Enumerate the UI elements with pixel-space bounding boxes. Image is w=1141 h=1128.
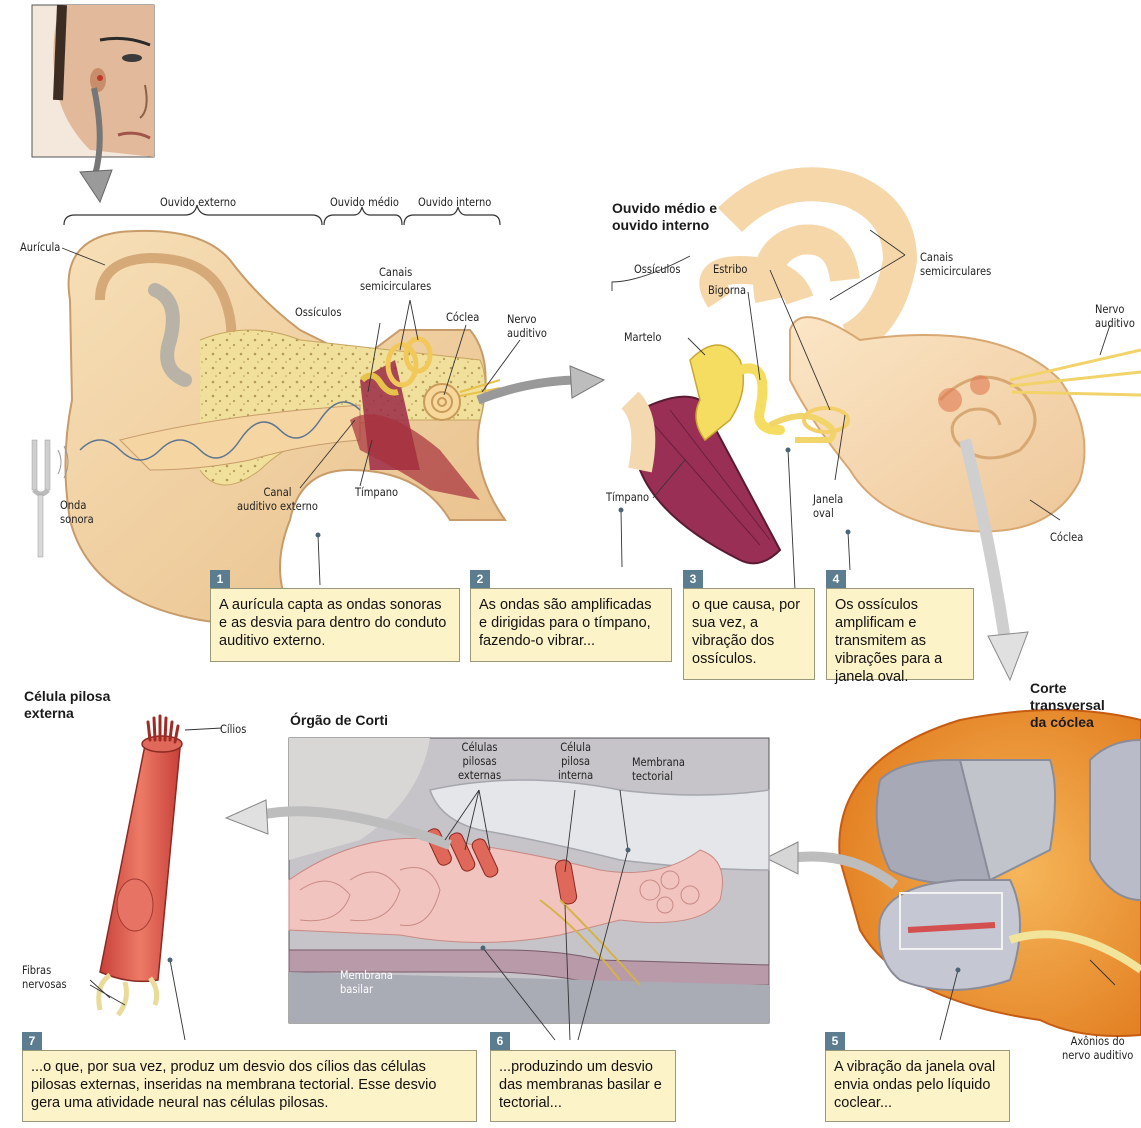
- step-box-2: As ondas são amplificadas e dirigidas pa…: [470, 588, 672, 662]
- step-box-5: A vibração da janela oval envia ondas pe…: [825, 1050, 1010, 1122]
- step-box-1: A aurícula capta as ondas sonoras e as d…: [210, 588, 460, 662]
- step-box-7: ...o que, por sua vez, produz um desvio …: [22, 1050, 477, 1122]
- label-ossiculos-middle: Ossículos: [634, 262, 681, 276]
- label-ouvido-medio: Ouvido médio: [330, 195, 399, 209]
- label-martelo: Martelo: [624, 330, 661, 344]
- label-ouvido-interno: Ouvido interno: [418, 195, 491, 209]
- step-number-1: 1: [210, 570, 230, 588]
- label-coclea: Cóclea: [446, 310, 479, 324]
- heading-celula-pilosa: Célula pilosa externa: [24, 688, 110, 722]
- label-ouvido-externo: Ouvido externo: [160, 195, 236, 209]
- label-axonios: Axônios do nervo auditivo: [1062, 1034, 1133, 1062]
- step-box-4: Os ossículos amplificam e transmitem as …: [826, 588, 974, 680]
- label-coclea-middle: Cóclea: [1050, 530, 1083, 544]
- label-bigorna: Bigorna: [708, 283, 746, 297]
- label-celula-pilosa-interna: Célula pilosa interna: [558, 740, 593, 782]
- label-timpano-middle: Tímpano: [606, 490, 649, 504]
- label-ossiculos: Ossículos: [295, 305, 342, 319]
- face-illustration: [32, 5, 154, 157]
- step-number-7: 7: [22, 1032, 42, 1050]
- heading-orgao-de-corti: Órgão de Corti: [290, 712, 388, 729]
- label-onda-sonora: Onda sonora: [60, 498, 94, 526]
- step-number-3: 3: [683, 570, 703, 588]
- label-canais-semicirculares: Canais semicirculares: [360, 265, 431, 293]
- step-number-5: 5: [825, 1032, 845, 1050]
- outer-ear-illustration: [65, 231, 505, 624]
- label-membrana-basilar: Membrana basilar: [340, 968, 393, 996]
- heading-corte-transversal: Corte transversal da cóclea: [1030, 680, 1105, 731]
- step-box-3: o que causa, por sua vez, a vibração dos…: [683, 588, 815, 680]
- label-nervo-auditivo: Nervo auditivo: [507, 312, 547, 340]
- label-canais-semicirculares-middle: Canais semicirculares: [920, 250, 991, 278]
- heading-ouvido-medio-interno: Ouvido médio e ouvido interno: [612, 200, 717, 234]
- label-fibras-nervosas: Fibras nervosas: [22, 963, 67, 991]
- label-estribo: Estribo: [713, 262, 747, 276]
- outer-hair-cell-illustration: [99, 716, 182, 1015]
- step-number-2: 2: [470, 570, 490, 588]
- label-canal-auditivo: Canal auditivo externo: [237, 485, 318, 513]
- label-celulas-pilosas-externas: Células pilosas externas: [458, 740, 501, 782]
- label-timpano: Tímpano: [355, 485, 398, 499]
- step-number-4: 4: [826, 570, 846, 588]
- step-number-6: 6: [490, 1032, 510, 1050]
- label-membrana-tectorial: Membrana tectorial: [632, 755, 685, 783]
- label-cilios: Cílios: [220, 722, 246, 736]
- label-nervo-auditivo-middle: Nervo auditivo: [1095, 302, 1135, 330]
- label-auricula: Aurícula: [20, 240, 60, 254]
- step-box-6: ...produzindo um desvio das membranas ba…: [490, 1050, 676, 1122]
- label-janela-oval: Janela oval: [813, 492, 843, 520]
